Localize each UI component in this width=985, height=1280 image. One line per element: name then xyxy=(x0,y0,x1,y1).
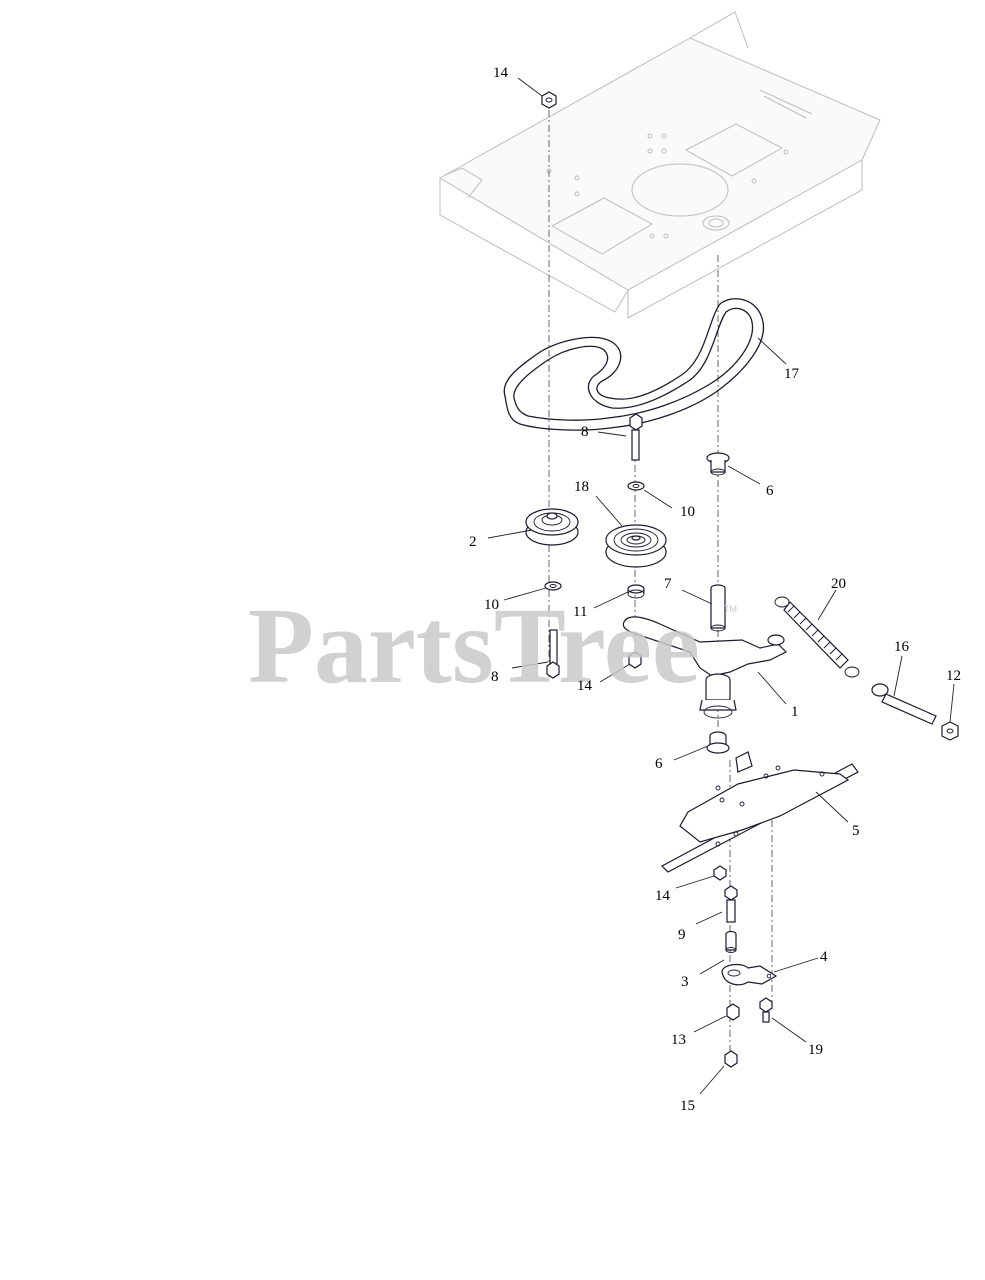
flange-nut-top xyxy=(541,91,557,109)
callout-17: 17 xyxy=(784,366,800,382)
flange-nut-lower xyxy=(713,865,727,881)
idler-bracket-plate xyxy=(661,751,859,873)
flange-bushing-upper xyxy=(706,452,730,476)
deck-plate xyxy=(439,11,881,319)
callout-9: 9 xyxy=(678,927,686,943)
callout-16: 16 xyxy=(894,639,910,655)
watermark: PartsTree TM xyxy=(248,587,737,706)
washer-lower-left xyxy=(544,581,562,591)
shoulder-bolt xyxy=(724,885,738,923)
watermark-tm: TM xyxy=(724,604,737,614)
callout-11: 11 xyxy=(573,604,587,620)
spacer-washer xyxy=(627,584,645,599)
v-idler-pulley xyxy=(605,524,667,568)
callout-18: 18 xyxy=(574,479,589,495)
callout-19: 19 xyxy=(808,1042,823,1058)
callout-5: 5 xyxy=(852,823,860,839)
callout-12: 12 xyxy=(946,668,961,684)
callout-13: 13 xyxy=(671,1032,686,1048)
flat-idler-pulley xyxy=(525,508,579,546)
callout-20: 20 xyxy=(831,576,846,592)
bolt-upper xyxy=(629,413,643,461)
screw-small xyxy=(759,997,773,1023)
flange-nut-mid xyxy=(628,651,642,669)
callout-14-mid: 14 xyxy=(577,678,593,694)
callout-10-lower: 10 xyxy=(484,597,499,613)
callout-7: 7 xyxy=(664,576,672,592)
extension-spring xyxy=(774,596,860,678)
flange-bushing-lower xyxy=(706,731,730,754)
tube-spacer xyxy=(710,584,726,632)
eye-bolt xyxy=(871,683,937,725)
callout-3: 3 xyxy=(681,974,689,990)
callout-10-upper: 10 xyxy=(680,504,695,520)
callout-15: 15 xyxy=(680,1098,695,1114)
callout-8-lower: 8 xyxy=(491,669,499,685)
watermark-text: PartsTree xyxy=(248,587,700,706)
hex-nut-right xyxy=(941,721,959,741)
drive-belt xyxy=(503,298,765,431)
lock-nut xyxy=(726,1003,740,1021)
hex-nut-bottom xyxy=(724,1050,738,1068)
washer-upper xyxy=(627,481,645,491)
callout-1: 1 xyxy=(791,704,799,720)
bolt-lower xyxy=(546,629,560,679)
stop-bracket xyxy=(721,963,778,986)
leader-lines xyxy=(487,77,955,1095)
callout-8-upper: 8 xyxy=(581,424,589,440)
callout-14-lower: 14 xyxy=(655,888,671,904)
callout-2: 2 xyxy=(469,534,477,550)
callouts: 14 17 8 6 18 10 2 20 7 10 11 16 12 8 14 … xyxy=(469,65,961,1114)
callout-14-top: 14 xyxy=(493,65,509,81)
callout-6-upper: 6 xyxy=(766,483,774,499)
callout-4: 4 xyxy=(820,949,828,965)
idler-arm xyxy=(622,616,788,719)
callout-6-lower: 6 xyxy=(655,756,663,772)
spacer xyxy=(725,930,737,953)
